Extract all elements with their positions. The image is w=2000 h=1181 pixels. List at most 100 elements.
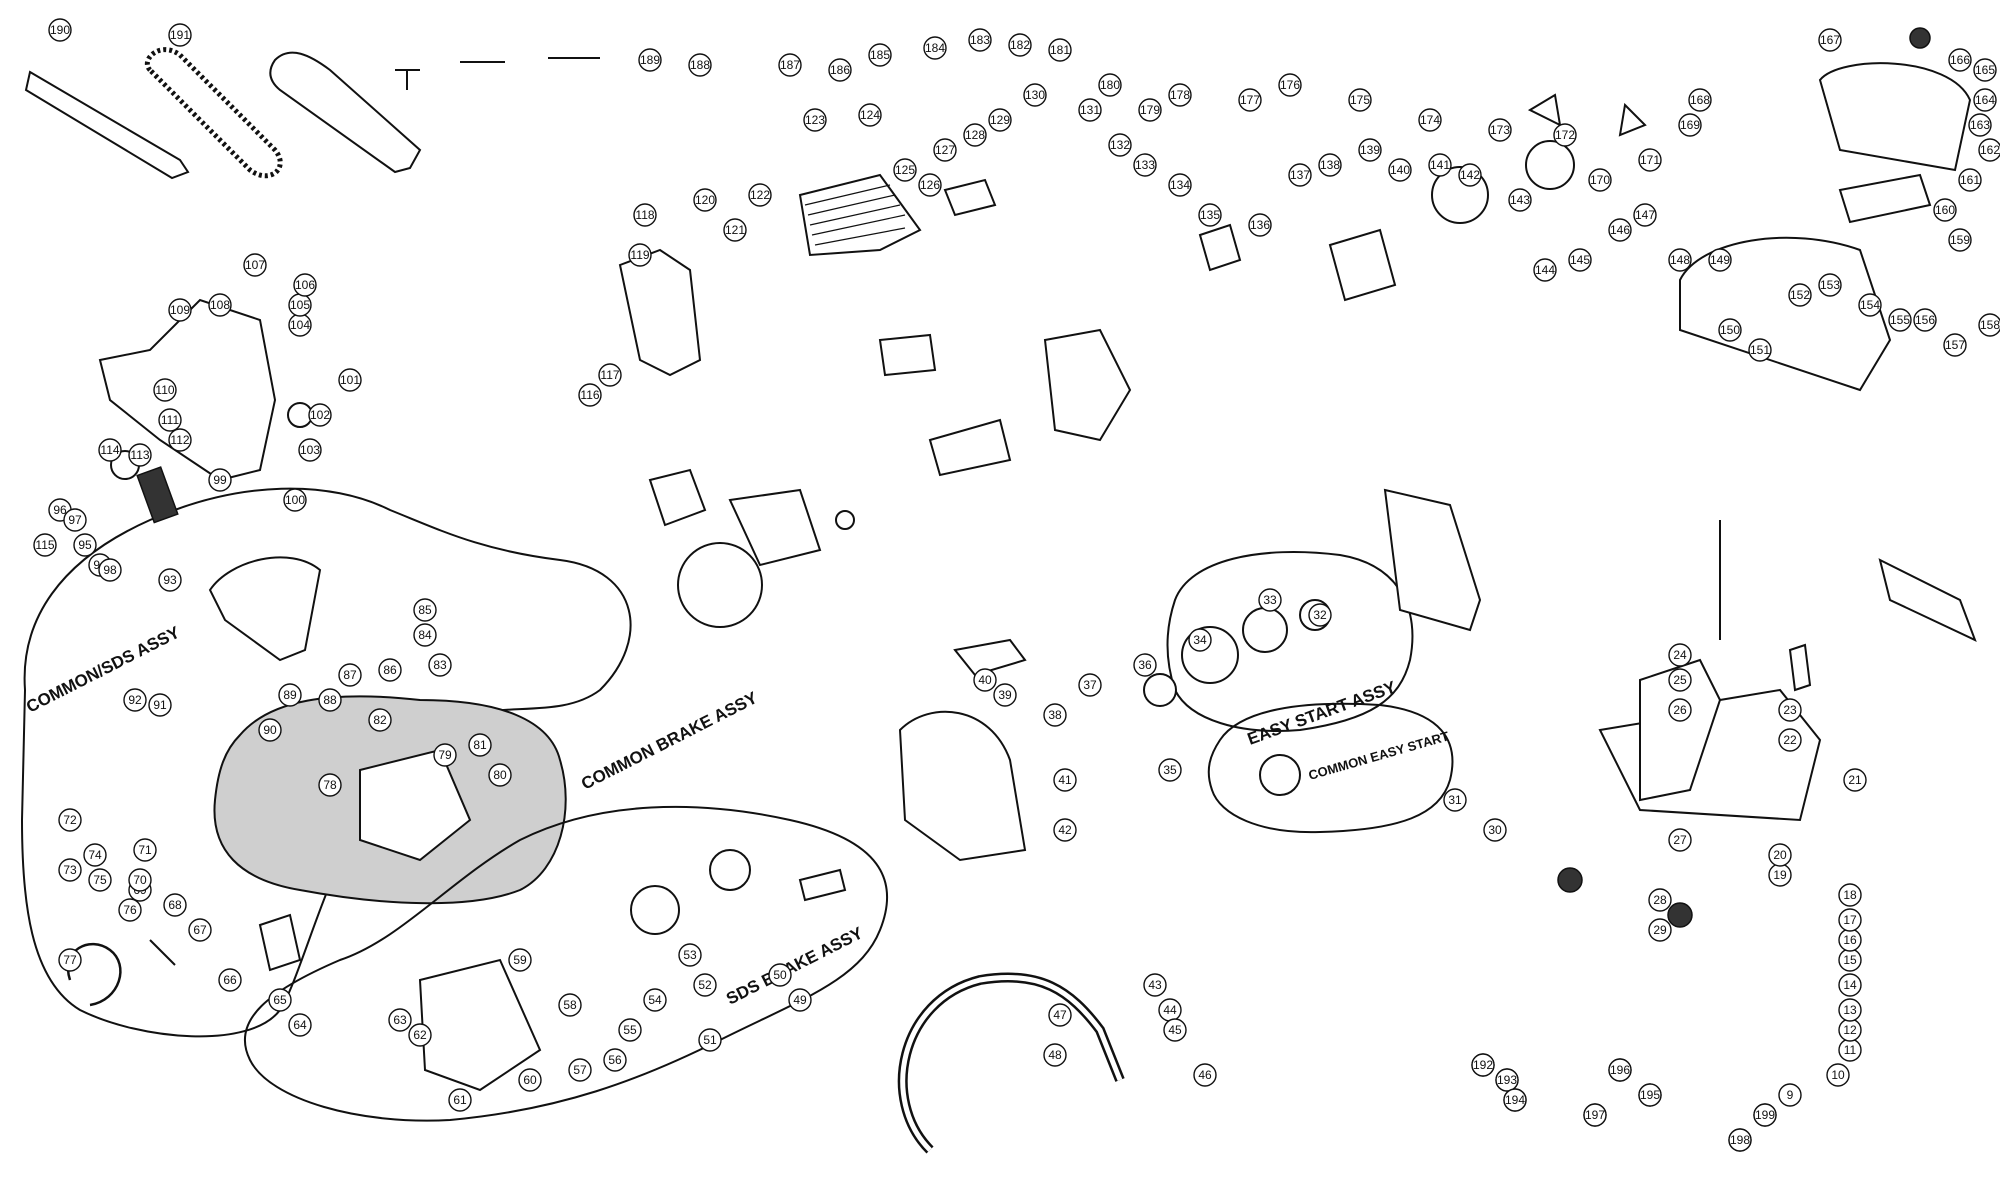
callout-label: 85 bbox=[418, 603, 432, 617]
callout-circle bbox=[488, 763, 512, 787]
callout-circle bbox=[518, 1068, 542, 1092]
callout-circle bbox=[1826, 1063, 1850, 1087]
callout-circle bbox=[73, 533, 97, 557]
callout-label: 104 bbox=[290, 318, 310, 332]
callout-circle bbox=[1428, 153, 1452, 177]
callout-label: 16 bbox=[1843, 933, 1857, 947]
callout-label: 188 bbox=[690, 58, 710, 72]
callout-circle bbox=[1238, 88, 1262, 112]
callout-label: 51 bbox=[703, 1033, 717, 1047]
callout-label: 27 bbox=[1673, 833, 1687, 847]
callout-label: 172 bbox=[1555, 128, 1575, 142]
callout-circle bbox=[1048, 38, 1072, 62]
callout-label: 30 bbox=[1488, 823, 1502, 837]
callout-circle bbox=[1318, 153, 1342, 177]
callout-label: 137 bbox=[1290, 168, 1310, 182]
callout-circle bbox=[1818, 273, 1842, 297]
callout-circle bbox=[413, 623, 437, 647]
callout-label: 125 bbox=[895, 163, 915, 177]
callout-label: 123 bbox=[805, 113, 825, 127]
callout-label: 155 bbox=[1890, 313, 1910, 327]
callout-label: 39 bbox=[998, 688, 1012, 702]
callout-circle bbox=[1838, 973, 1862, 997]
callout-label: 184 bbox=[925, 41, 945, 55]
crankcase-right bbox=[1043, 328, 1132, 442]
callout-circle bbox=[83, 843, 107, 867]
callout-circle bbox=[1458, 163, 1482, 187]
callout-label: 72 bbox=[63, 813, 77, 827]
callout-label: 122 bbox=[750, 188, 770, 202]
callout-circle bbox=[1668, 698, 1692, 722]
callout-label: 111 bbox=[161, 413, 180, 427]
callout-label: 103 bbox=[300, 443, 320, 457]
callout-circle bbox=[318, 688, 342, 712]
callout-circle bbox=[1483, 818, 1507, 842]
callout-label: 145 bbox=[1570, 253, 1590, 267]
callout-circle bbox=[643, 988, 667, 1012]
callout-label: 55 bbox=[623, 1023, 637, 1037]
callout-circle bbox=[923, 36, 947, 60]
hose bbox=[1878, 558, 1977, 642]
callout-circle bbox=[1788, 283, 1812, 307]
callout-label: 195 bbox=[1640, 1088, 1660, 1102]
callout-circle bbox=[1168, 173, 1192, 197]
callout-circle bbox=[693, 973, 717, 997]
callout-label: 24 bbox=[1673, 648, 1687, 662]
callout-label: 157 bbox=[1945, 338, 1965, 352]
callout-label: 124 bbox=[860, 108, 880, 122]
callout-circle bbox=[378, 658, 402, 682]
callout-label: 76 bbox=[123, 903, 137, 917]
starter-washer bbox=[1143, 673, 1177, 707]
callout-label: 42 bbox=[1058, 823, 1072, 837]
callout-label: 83 bbox=[433, 658, 447, 672]
brake-drum bbox=[630, 885, 680, 935]
callout-circle bbox=[48, 18, 72, 42]
callout-label: 25 bbox=[1673, 673, 1687, 687]
callout-label: 45 bbox=[1168, 1023, 1182, 1037]
piston bbox=[878, 333, 937, 377]
brake-lever bbox=[258, 913, 302, 972]
callout-label: 14 bbox=[1843, 978, 1857, 992]
callout-circle bbox=[1418, 108, 1442, 132]
callout-label: 75 bbox=[93, 873, 107, 887]
callout-circle bbox=[1913, 308, 1937, 332]
callout-label: 121 bbox=[725, 223, 745, 237]
callout-label: 28 bbox=[1653, 893, 1667, 907]
callout-label: 102 bbox=[310, 408, 330, 422]
oil-pump-housing bbox=[728, 488, 822, 567]
callout-circle bbox=[578, 383, 602, 407]
callout-label: 198 bbox=[1730, 1133, 1750, 1147]
callout-label: 148 bbox=[1670, 253, 1690, 267]
callout-label: 136 bbox=[1250, 218, 1270, 232]
callout-label: 37 bbox=[1083, 678, 1097, 692]
callout-label: 166 bbox=[1950, 53, 1970, 67]
brake-body bbox=[359, 748, 472, 862]
callout-label: 127 bbox=[935, 143, 955, 157]
callout-circle bbox=[633, 203, 657, 227]
callout-label: 144 bbox=[1535, 263, 1555, 277]
callout-circle bbox=[408, 1023, 432, 1047]
callout-label: 48 bbox=[1048, 1048, 1062, 1062]
callout-label: 175 bbox=[1350, 93, 1370, 107]
callout-circle bbox=[158, 408, 182, 432]
callout-circle bbox=[963, 123, 987, 147]
callout-circle bbox=[128, 868, 152, 892]
callout-circle bbox=[1948, 228, 1972, 252]
callout-circle bbox=[1503, 1088, 1527, 1112]
callout-label: 19 bbox=[1773, 868, 1787, 882]
callout-label: 68 bbox=[168, 898, 182, 912]
callout-circle bbox=[768, 963, 792, 987]
callout-label: 59 bbox=[513, 953, 527, 967]
common-brake-label: COMMON BRAKE ASSY bbox=[578, 688, 761, 794]
callout-label: 43 bbox=[1148, 978, 1162, 992]
saw-chain bbox=[144, 47, 283, 179]
fuel-cap bbox=[1557, 867, 1583, 893]
callout-label: 10 bbox=[1831, 1068, 1845, 1082]
callout-label: 96 bbox=[53, 503, 67, 517]
callout-label: 120 bbox=[695, 193, 715, 207]
callout-label: 41 bbox=[1058, 773, 1072, 787]
callout-label: 52 bbox=[698, 978, 712, 992]
callout-circle bbox=[1133, 153, 1157, 177]
common-easy-start-outline bbox=[1207, 702, 1454, 834]
sds-brake-outline bbox=[244, 805, 889, 1122]
